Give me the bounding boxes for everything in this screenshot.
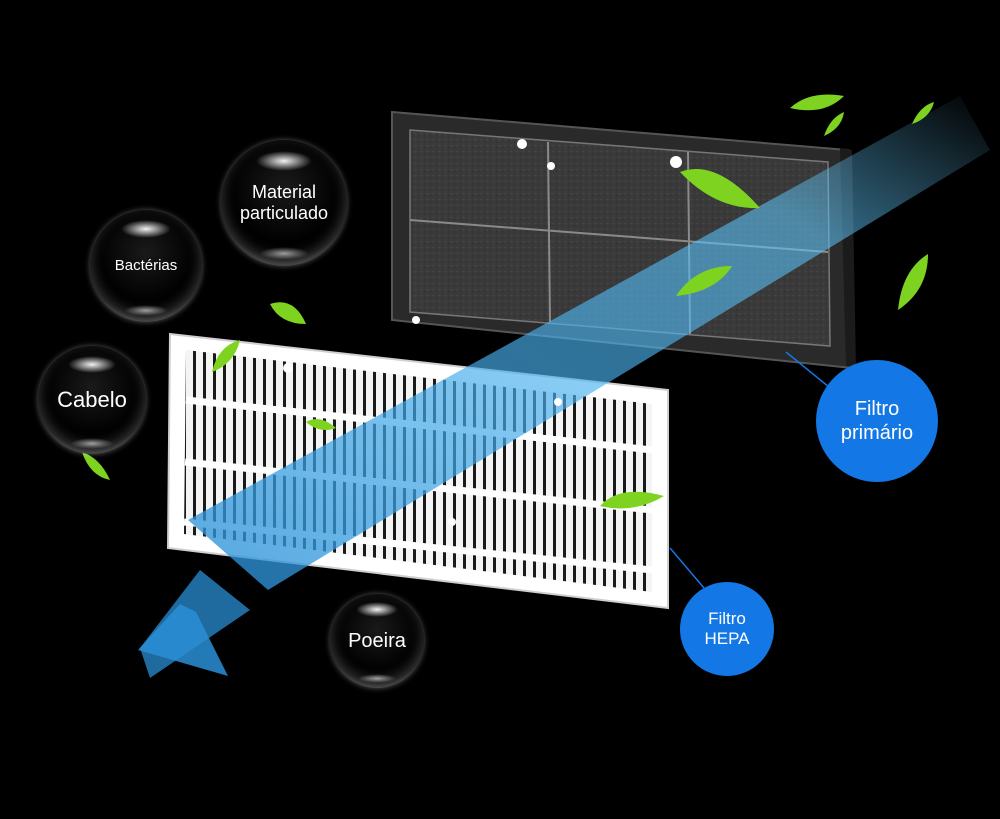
hepa-connector-line	[669, 547, 705, 589]
bubble-material-particulado: Material particulado	[221, 140, 347, 266]
bubble-poeira-label: Poeira	[348, 629, 406, 652]
bubble-poeira: Poeira	[330, 594, 424, 688]
callout-hepa-label: Filtro HEPA	[704, 608, 750, 648]
bubble-bacterias: Bactérias	[90, 210, 202, 322]
bubble-cabelo: Cabelo	[38, 346, 146, 454]
particle-icons	[283, 139, 682, 526]
callout-filtro-primario: Filtro primário	[816, 360, 938, 482]
bubble-cabelo-label: Cabelo	[57, 387, 127, 413]
bubble-material-label: Material particulado	[239, 182, 329, 223]
bubble-bacterias-label: Bactérias	[114, 257, 178, 275]
callout-filtro-hepa: Filtro HEPA	[680, 582, 774, 676]
leaf-icons	[82, 94, 934, 509]
airflow-arrow	[138, 96, 990, 678]
callout-primary-label: Filtro primário	[840, 398, 914, 444]
